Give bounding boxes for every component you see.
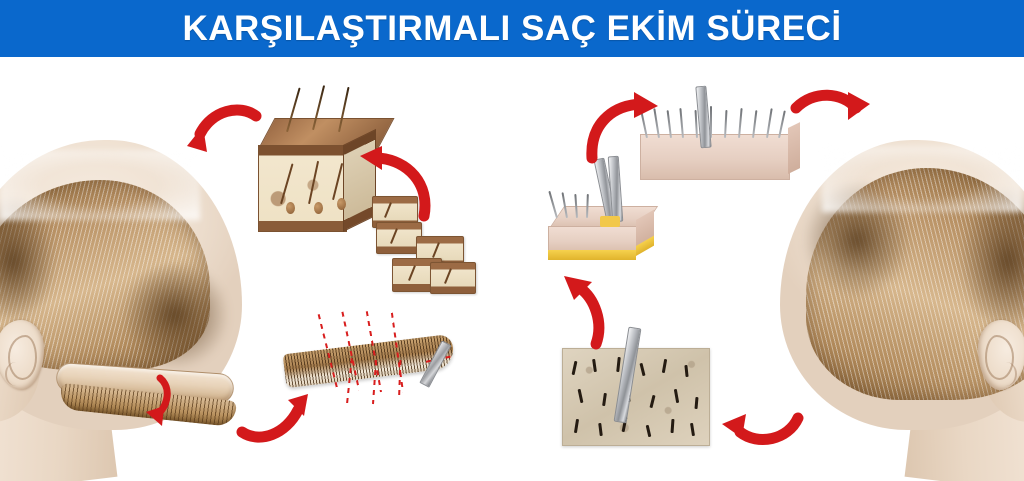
- ear-right: [978, 320, 1024, 390]
- ear-left: [0, 320, 44, 390]
- graft-hair: [432, 242, 440, 258]
- arrow-scalp-to-punch-block: [560, 272, 614, 350]
- hair-stubble: [649, 394, 656, 409]
- graft-hair: [390, 228, 398, 244]
- hair-stubble: [616, 356, 621, 373]
- punch-tool-tip: [600, 216, 620, 227]
- graft-hair: [408, 265, 416, 281]
- fue-donor-pad: [640, 85, 800, 196]
- arrow-grafts-to-skin-block: [352, 146, 434, 222]
- arrow-punch-to-donor-pad: [586, 92, 666, 168]
- fue-punch-block: [548, 155, 659, 284]
- hair-shadow-left-2: [120, 260, 230, 370]
- graft-hair: [444, 268, 452, 284]
- punch-block-fat-layer: [548, 250, 636, 260]
- donor-hair: [710, 106, 712, 138]
- hair-stubble: [577, 388, 584, 404]
- hair-stubble: [598, 422, 603, 437]
- skin-cross-section-block: [258, 85, 395, 232]
- follicle-bulb: [286, 202, 295, 214]
- punch-tool: [613, 326, 642, 424]
- hair-stubble: [645, 424, 652, 438]
- scalp-photo-panel: [562, 326, 710, 446]
- hair-stubble: [592, 358, 597, 373]
- ear-lobe-left: [4, 362, 27, 386]
- hair-stubble: [571, 360, 578, 376]
- hair-highlight-left: [0, 150, 200, 220]
- arrow-head-to-skin-block: [182, 100, 262, 172]
- follicle-bulb: [337, 198, 346, 210]
- hair-stubble: [694, 396, 699, 410]
- hair-stubble: [573, 418, 580, 434]
- donor-pad-face: [640, 134, 790, 180]
- page-title: KARŞILAŞTIRMALI SAÇ EKİM SÜRECİ: [182, 8, 842, 48]
- arrow-donor-pad-to-result-head: [790, 86, 876, 134]
- arrow-result-head-to-scalp: [718, 404, 804, 454]
- header-banner: KARŞILAŞTIRMALI SAÇ EKİM SÜRECİ: [0, 0, 1024, 57]
- hair-stubble: [690, 422, 695, 437]
- hair-stubble: [684, 364, 689, 378]
- graft-piece: [376, 222, 422, 254]
- hair-highlight-right: [822, 146, 1022, 212]
- hair-stubble: [673, 388, 680, 404]
- left-head-figure: [0, 140, 260, 481]
- hair-stubble: [639, 362, 646, 377]
- follicle-bulb: [314, 202, 323, 214]
- donor-hair: [548, 190, 558, 219]
- hair-stubble: [661, 358, 668, 374]
- ear-lobe-right: [995, 362, 1018, 386]
- arrow-strip-to-dissection: [236, 392, 316, 443]
- hair-stubble: [602, 392, 607, 407]
- graft-piece: [430, 262, 476, 294]
- arrow-strip-lift: [140, 372, 180, 432]
- graft-stack: [372, 196, 484, 302]
- hair-stubble: [670, 418, 675, 434]
